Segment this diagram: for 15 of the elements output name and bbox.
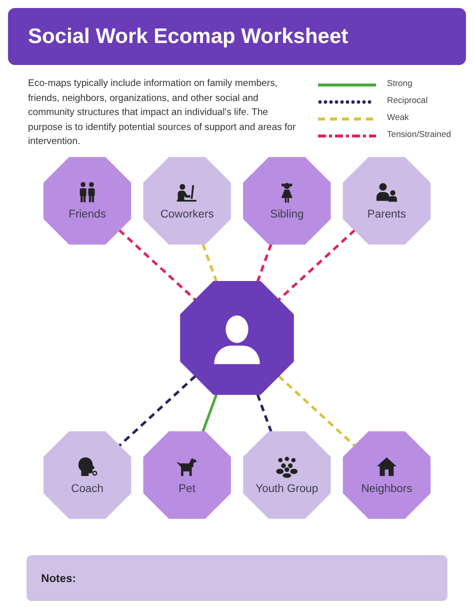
description-text: Eco-maps typically include information on family members, friends, neighbors, organizations, and other social and community structures that impact an individual's life. The purpose is to identify potential sources of support and areas for intervention.: [28, 77, 296, 150]
connector: [256, 244, 272, 282]
connector: [118, 375, 196, 447]
connector: [256, 394, 272, 432]
legend-label: Weak: [387, 112, 409, 123]
connector: [278, 229, 356, 301]
legend-label: Tension/Strained: [387, 129, 452, 140]
legend-label: Strong: [387, 78, 412, 89]
connector: [278, 375, 356, 447]
connector: [202, 244, 218, 282]
node-octagon: [180, 281, 294, 395]
connector: [202, 394, 218, 432]
title: Social Work Ecomap Worksheet: [28, 24, 348, 49]
legend-label: Reciprocal: [387, 95, 428, 106]
connector: [118, 229, 196, 301]
